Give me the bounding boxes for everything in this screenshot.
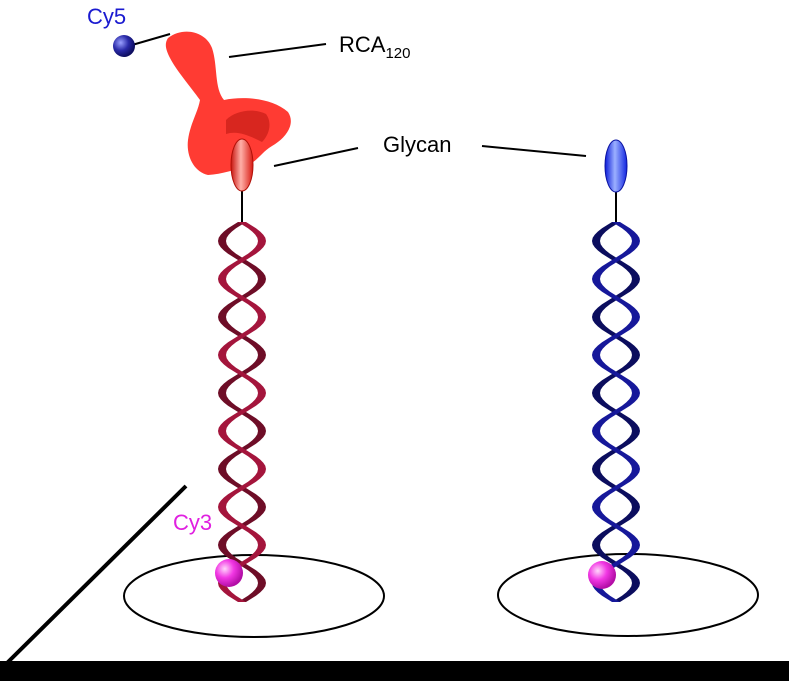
cy3-label: Cy3: [173, 510, 212, 535]
rca120-lectin: [165, 31, 291, 176]
glycan-red-ellipse: [230, 138, 254, 192]
glycan-leader-line-right: [481, 145, 587, 157]
blue-helix-strand-front: [592, 222, 640, 602]
dna-helix-red: [218, 222, 266, 602]
cy5-linker: [131, 33, 171, 46]
rca120-label-main: RCA: [339, 32, 386, 57]
red-helix-strand-front: [218, 222, 266, 602]
glycan-blue-ellipse: [604, 139, 628, 193]
glycan-leader-line-left: [273, 147, 359, 167]
cy5-label: Cy5: [87, 4, 126, 29]
cy3-dye-bead-right: [588, 561, 616, 589]
dna-helix-blue: [592, 222, 640, 602]
cy3-dye-bead-left: [215, 559, 243, 587]
rca120-label: RCA120: [339, 32, 410, 62]
glycan-label: Glycan: [383, 132, 451, 157]
rca120-label-subscript: 120: [385, 45, 410, 62]
surface-base-bar: [0, 661, 789, 681]
rca-leader-line: [228, 43, 327, 58]
cy5-dye-bead: [113, 35, 135, 57]
surface-edge-line: [4, 484, 188, 666]
